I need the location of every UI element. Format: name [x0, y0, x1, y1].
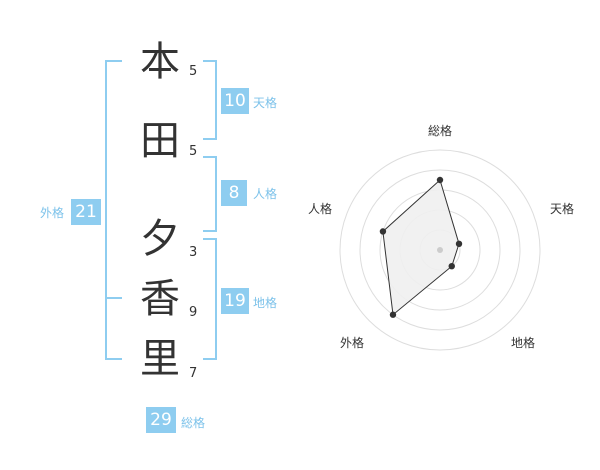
radar-axis-label-tenkaku: 天格	[550, 202, 575, 216]
gaikaku-bracket	[105, 60, 122, 360]
radar-axis-label-gaikaku: 外格	[340, 336, 365, 350]
chikaku-label: 地格	[253, 296, 278, 310]
chikaku-bracket	[203, 238, 217, 360]
radar-grid-ring	[359, 169, 521, 331]
radar-point	[379, 228, 387, 235]
radar-axis-label-chikaku: 地格	[511, 336, 536, 350]
tenkaku-label: 天格	[253, 96, 278, 110]
stroke-count-1: 5	[189, 64, 198, 79]
name-char-5: 里	[140, 336, 180, 382]
radar-point	[448, 262, 455, 270]
radar-point	[455, 240, 463, 248]
stroke-count-5: 7	[189, 366, 198, 381]
gaikaku-value: 21	[71, 199, 101, 225]
name-char-3: 夕	[140, 216, 180, 262]
tenkaku-bracket	[203, 60, 217, 140]
stroke-count-3: 3	[189, 245, 198, 260]
soukaku-value: 29	[146, 407, 176, 433]
radar-point	[389, 311, 397, 318]
jinkaku-bracket	[203, 156, 217, 232]
name-char-2: 田	[140, 118, 180, 164]
radar-grid-ring	[339, 149, 541, 351]
radar-polygon	[382, 179, 460, 316]
chikaku-value: 19	[221, 288, 249, 314]
tenkaku-value: 10	[221, 88, 249, 114]
name-char-1: 本	[140, 39, 180, 85]
radar-point	[436, 176, 444, 184]
gaikaku-label: 外格	[40, 206, 65, 220]
gaikaku-bracket-divider	[105, 297, 122, 299]
radar-axis-label-jinkaku: 人格	[308, 202, 333, 216]
jinkaku-label: 人格	[253, 187, 278, 201]
stroke-count-2: 5	[189, 144, 198, 159]
soukaku-label: 総格	[181, 416, 206, 430]
radar-axis-label-soukaku: 総格	[428, 124, 453, 138]
stroke-count-4: 9	[189, 305, 198, 320]
jinkaku-value: 8	[221, 180, 247, 206]
name-char-4: 香	[140, 276, 180, 322]
radar-center-dot	[437, 247, 443, 253]
